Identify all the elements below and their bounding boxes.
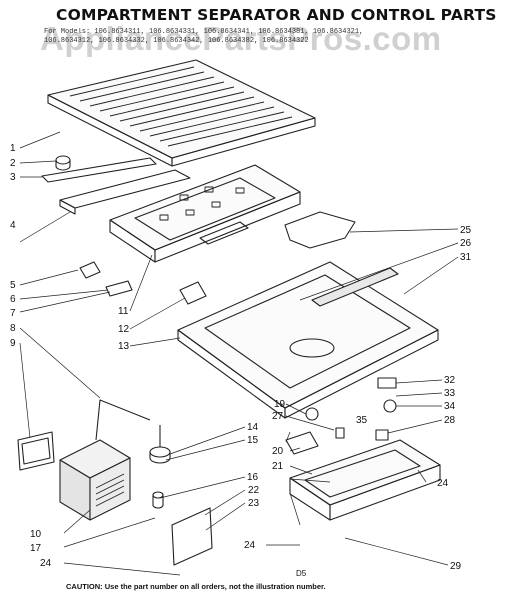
- callout-labels: 1234567891011121314151617192021222324242…: [10, 143, 472, 572]
- callout-22: 22: [248, 485, 260, 496]
- diagram-title: COMPARTMENT SEPARATOR AND CONTROL PARTS: [56, 6, 497, 24]
- callout-35: 35: [356, 415, 368, 426]
- callout-1: 1: [10, 143, 16, 154]
- callout-16: 16: [247, 472, 259, 483]
- gasket-strip: [41, 157, 157, 183]
- light-socket: [79, 261, 101, 279]
- control-bezel: [17, 431, 55, 471]
- callout-6: 6: [10, 294, 16, 305]
- callout-32: 32: [444, 375, 456, 386]
- holder: [335, 427, 345, 439]
- control-housing: [109, 164, 301, 263]
- model-list-line-2: 106.8634312, 106.8634332, 106.8634342, 1…: [44, 37, 309, 45]
- caution-note: CAUTION: Use the part number on all orde…: [66, 582, 326, 591]
- gear-icon: [383, 399, 397, 413]
- callout-26: 26: [460, 238, 472, 249]
- clip: [105, 280, 133, 297]
- bulb-icon: [305, 407, 319, 421]
- callout-24: 24: [437, 478, 449, 489]
- callout-20: 20: [272, 446, 284, 457]
- model-list-line-1: For Models: 106.8634311, 106.8634331, 10…: [44, 28, 364, 36]
- compartment-tray: [177, 261, 439, 419]
- callout-14: 14: [247, 422, 259, 433]
- control-knob: [55, 155, 71, 171]
- callout-4: 4: [10, 220, 16, 231]
- sensor-block: [375, 429, 389, 441]
- capillary-tube: [95, 399, 151, 441]
- damper-motor: [377, 377, 397, 389]
- callout-17: 17: [30, 543, 42, 554]
- callout-15: 15: [247, 435, 259, 446]
- callout-11: 11: [118, 306, 129, 317]
- callout-3: 3: [10, 172, 16, 183]
- damper-housing: [289, 439, 441, 521]
- callout-31: 31: [460, 252, 472, 263]
- callout-23: 23: [248, 498, 260, 509]
- callout-24: 24: [40, 558, 52, 569]
- control-shaft: [149, 425, 171, 509]
- page-mark: D5: [296, 569, 307, 578]
- callout-34: 34: [444, 401, 456, 412]
- callout-27: 27: [272, 411, 284, 422]
- callout-25: 25: [460, 225, 472, 236]
- callout-28: 28: [444, 415, 456, 426]
- callout-21: 21: [272, 461, 284, 472]
- air-duct-plate: [284, 211, 356, 249]
- leader-lines: [19, 131, 459, 576]
- watermark: AppliancePartsPros.com: [40, 20, 442, 57]
- callout-29: 29: [450, 561, 462, 572]
- cover: [179, 281, 207, 305]
- callout-8: 8: [10, 323, 16, 334]
- callout-7: 7: [10, 308, 16, 319]
- callout-24: 24: [244, 540, 256, 551]
- callout-5: 5: [10, 280, 16, 291]
- separator-top-panel: [47, 59, 316, 167]
- callout-13: 13: [118, 341, 130, 352]
- model-list: For Models: 106.8634311, 106.8634331, 10…: [44, 28, 504, 46]
- callout-19: 19: [274, 399, 286, 410]
- callout-9: 9: [10, 338, 16, 349]
- callout-12: 12: [118, 324, 130, 335]
- light-switch: [285, 431, 319, 455]
- cold-control-block: [59, 439, 131, 521]
- mounting-bracket: [171, 507, 213, 566]
- callout-10: 10: [30, 529, 42, 540]
- callout-33: 33: [444, 388, 456, 399]
- callout-2: 2: [10, 158, 16, 169]
